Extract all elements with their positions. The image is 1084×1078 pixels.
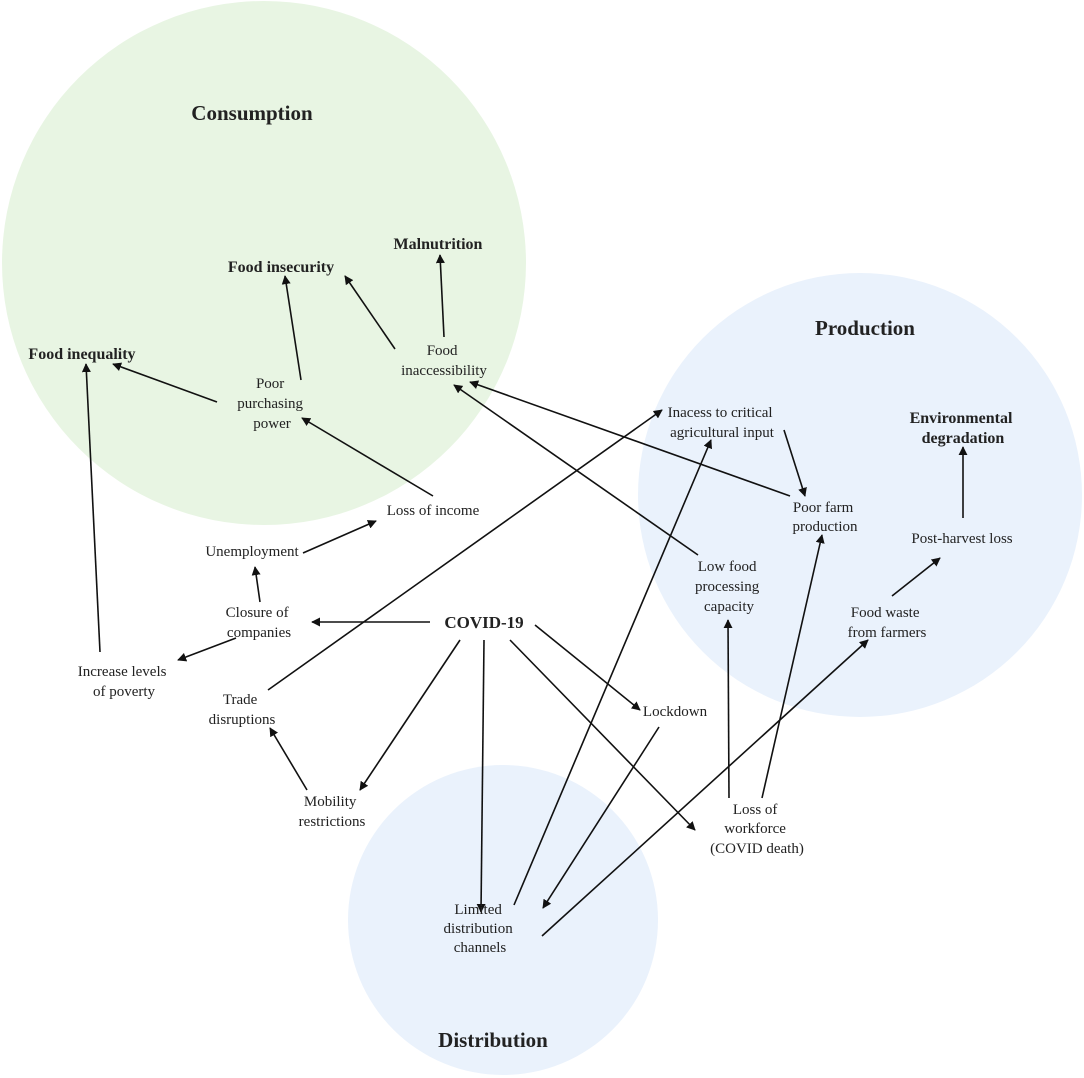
arrow-covid-to-limited-distribution (476, 639, 486, 913)
arrow-input-to-poor-farm (783, 429, 807, 497)
arrow-closure-to-poverty (177, 637, 237, 662)
arrow-mobility-to-trade (269, 727, 308, 791)
arrow-workforce-to-low-processing (723, 619, 733, 799)
node-food-insecurity: Food insecurity (228, 259, 334, 276)
arrow-covid-to-mobility (359, 639, 461, 791)
arrow-poor-farm-to-inaccessibility (469, 380, 791, 497)
arrows (81, 254, 968, 937)
node-loss-of-income: Loss of income (387, 503, 480, 519)
arrow-unemployment-to-income (302, 520, 377, 554)
node-poor-purchasing-power: Poor purchasing power (237, 376, 307, 432)
arrow-food-waste-to-post-harvest (891, 557, 941, 597)
arrow-purchasing-to-inequality (112, 362, 218, 403)
node-mobility-restrictions: Mobility restrictions (299, 794, 366, 830)
arrow-inaccessibility-to-insecurity (344, 275, 396, 350)
consumption-region (2, 1, 526, 525)
node-closure-of-companies: Closure of companies (226, 605, 293, 641)
node-malnutrition: Malnutrition (394, 236, 483, 253)
node-trade-disruptions: Trade disruptions (209, 692, 276, 728)
node-environmental-degradation: Environmental degradation (910, 410, 1017, 447)
distribution-region (348, 765, 658, 1075)
node-covid-19: COVID-19 (444, 613, 523, 632)
arrow-covid-to-lockdown (534, 624, 641, 711)
arrow-limited-distribution-to-food-waste (541, 639, 869, 937)
node-loss-of-workforce: Loss of workforce (COVID death) (710, 802, 804, 857)
node-food-waste-from-farmers: Food waste from farmers (848, 605, 927, 641)
distribution-title: Distribution (438, 1028, 548, 1052)
arrow-closure-to-unemployment (251, 566, 261, 603)
node-unemployment: Unemployment (205, 544, 299, 560)
arrow-inaccessibility-to-malnutrition (435, 254, 445, 338)
arrow-low-processing-to-inaccessibility (453, 384, 699, 556)
arrow-poverty-to-inequality (81, 363, 101, 653)
node-post-harvest-loss: Post-harvest loss (911, 531, 1012, 547)
arrow-income-to-purchasing (301, 417, 434, 497)
node-food-inequality: Food inequality (28, 346, 135, 363)
node-limited-distribution-channels: Limited distribution channels (444, 902, 517, 956)
production-title: Production (815, 316, 915, 340)
production-region (638, 273, 1082, 717)
arrow-limited-distribution-to-input (513, 439, 712, 906)
arrow-covid-to-workforce (509, 639, 696, 831)
arrow-purchasing-to-insecurity (281, 275, 302, 381)
node-increase-levels-of-poverty: Increase levels of poverty (78, 664, 170, 700)
node-inacess-to-critical-agricultural-input: Inacess to critical agricultural input (668, 405, 777, 441)
arrow-trade-to-input (267, 409, 663, 691)
arrow-lockdown-to-limited-distribution (542, 726, 660, 909)
node-lockdown: Lockdown (643, 704, 708, 720)
consumption-title: Consumption (191, 101, 313, 125)
arrow-workforce-to-poor-farm (761, 534, 825, 799)
node-food-inaccessibility: Food inaccessibility (401, 343, 487, 379)
node-low-food-processing-capacity: Low food processing capacity (695, 559, 763, 615)
node-poor-farm-production: Poor farm production (793, 500, 858, 535)
